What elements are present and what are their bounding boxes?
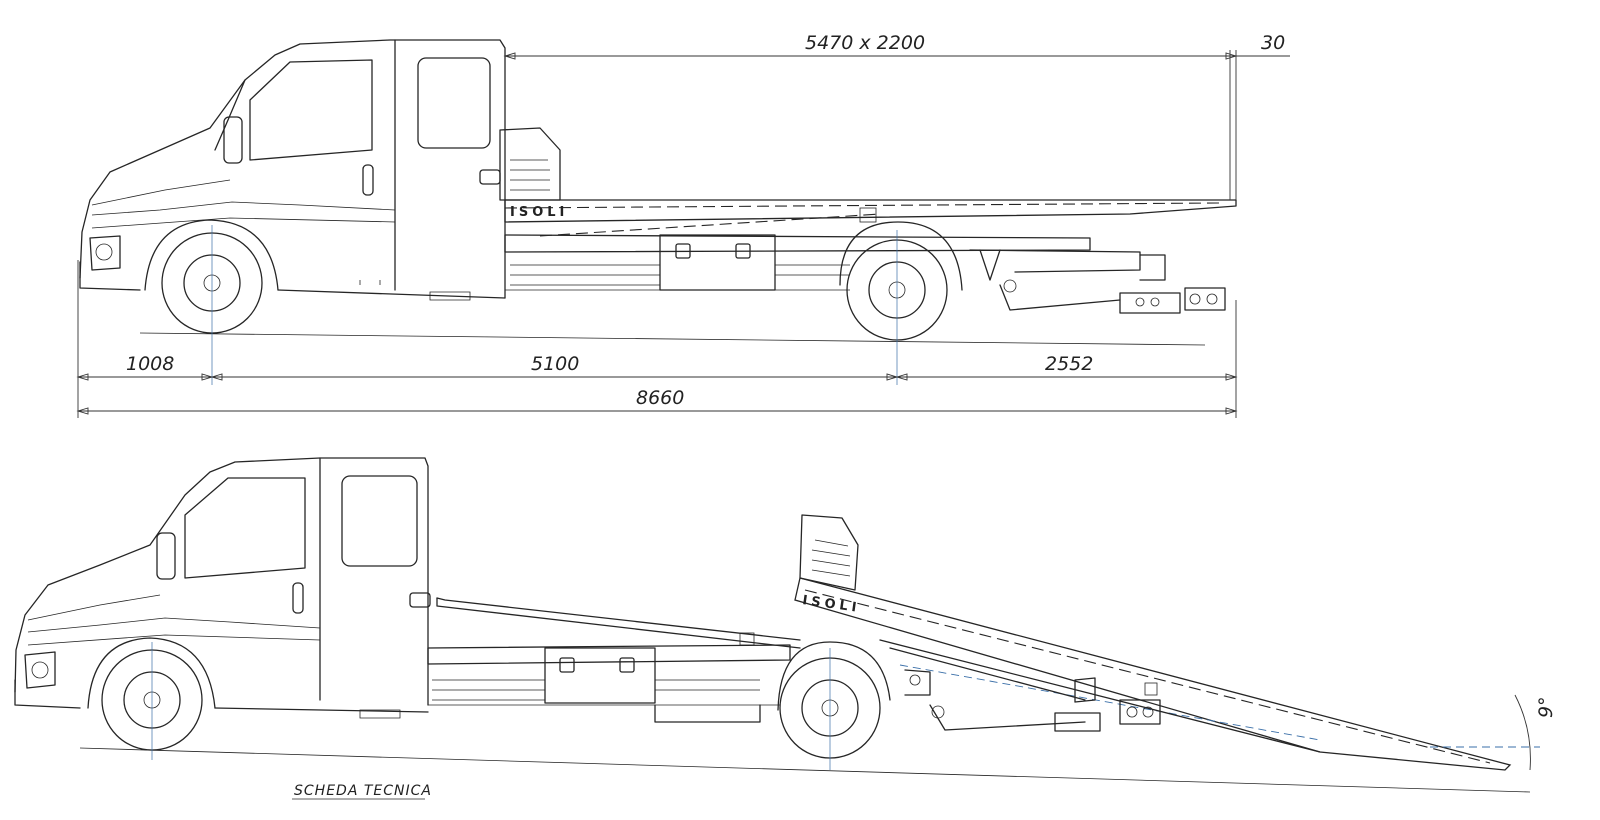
dim-rear-label: 2552 xyxy=(1045,353,1093,375)
dim-front-label: 1008 xyxy=(126,353,174,375)
dimensions-top: 5470 x 2200 30 1008 5100 2552 8660 xyxy=(76,32,1290,418)
truck-side-view-level: ISOLI xyxy=(79,39,1237,385)
dim-wheelbase-label: 5100 xyxy=(531,353,579,375)
brand-label-top: ISOLI xyxy=(510,205,568,220)
dim-bed-label: 5470 x 2200 xyxy=(805,32,925,54)
dim-total-label: 8660 xyxy=(636,387,684,409)
angle-label: 9° xyxy=(1535,696,1557,718)
caption-label: SCHEDA TECNICA xyxy=(294,783,432,799)
dim-overhang-label: 30 xyxy=(1261,32,1285,54)
truck-side-view-tilted: ISOLI 9° xyxy=(14,457,1557,793)
caption: SCHEDA TECNICA xyxy=(292,783,432,800)
